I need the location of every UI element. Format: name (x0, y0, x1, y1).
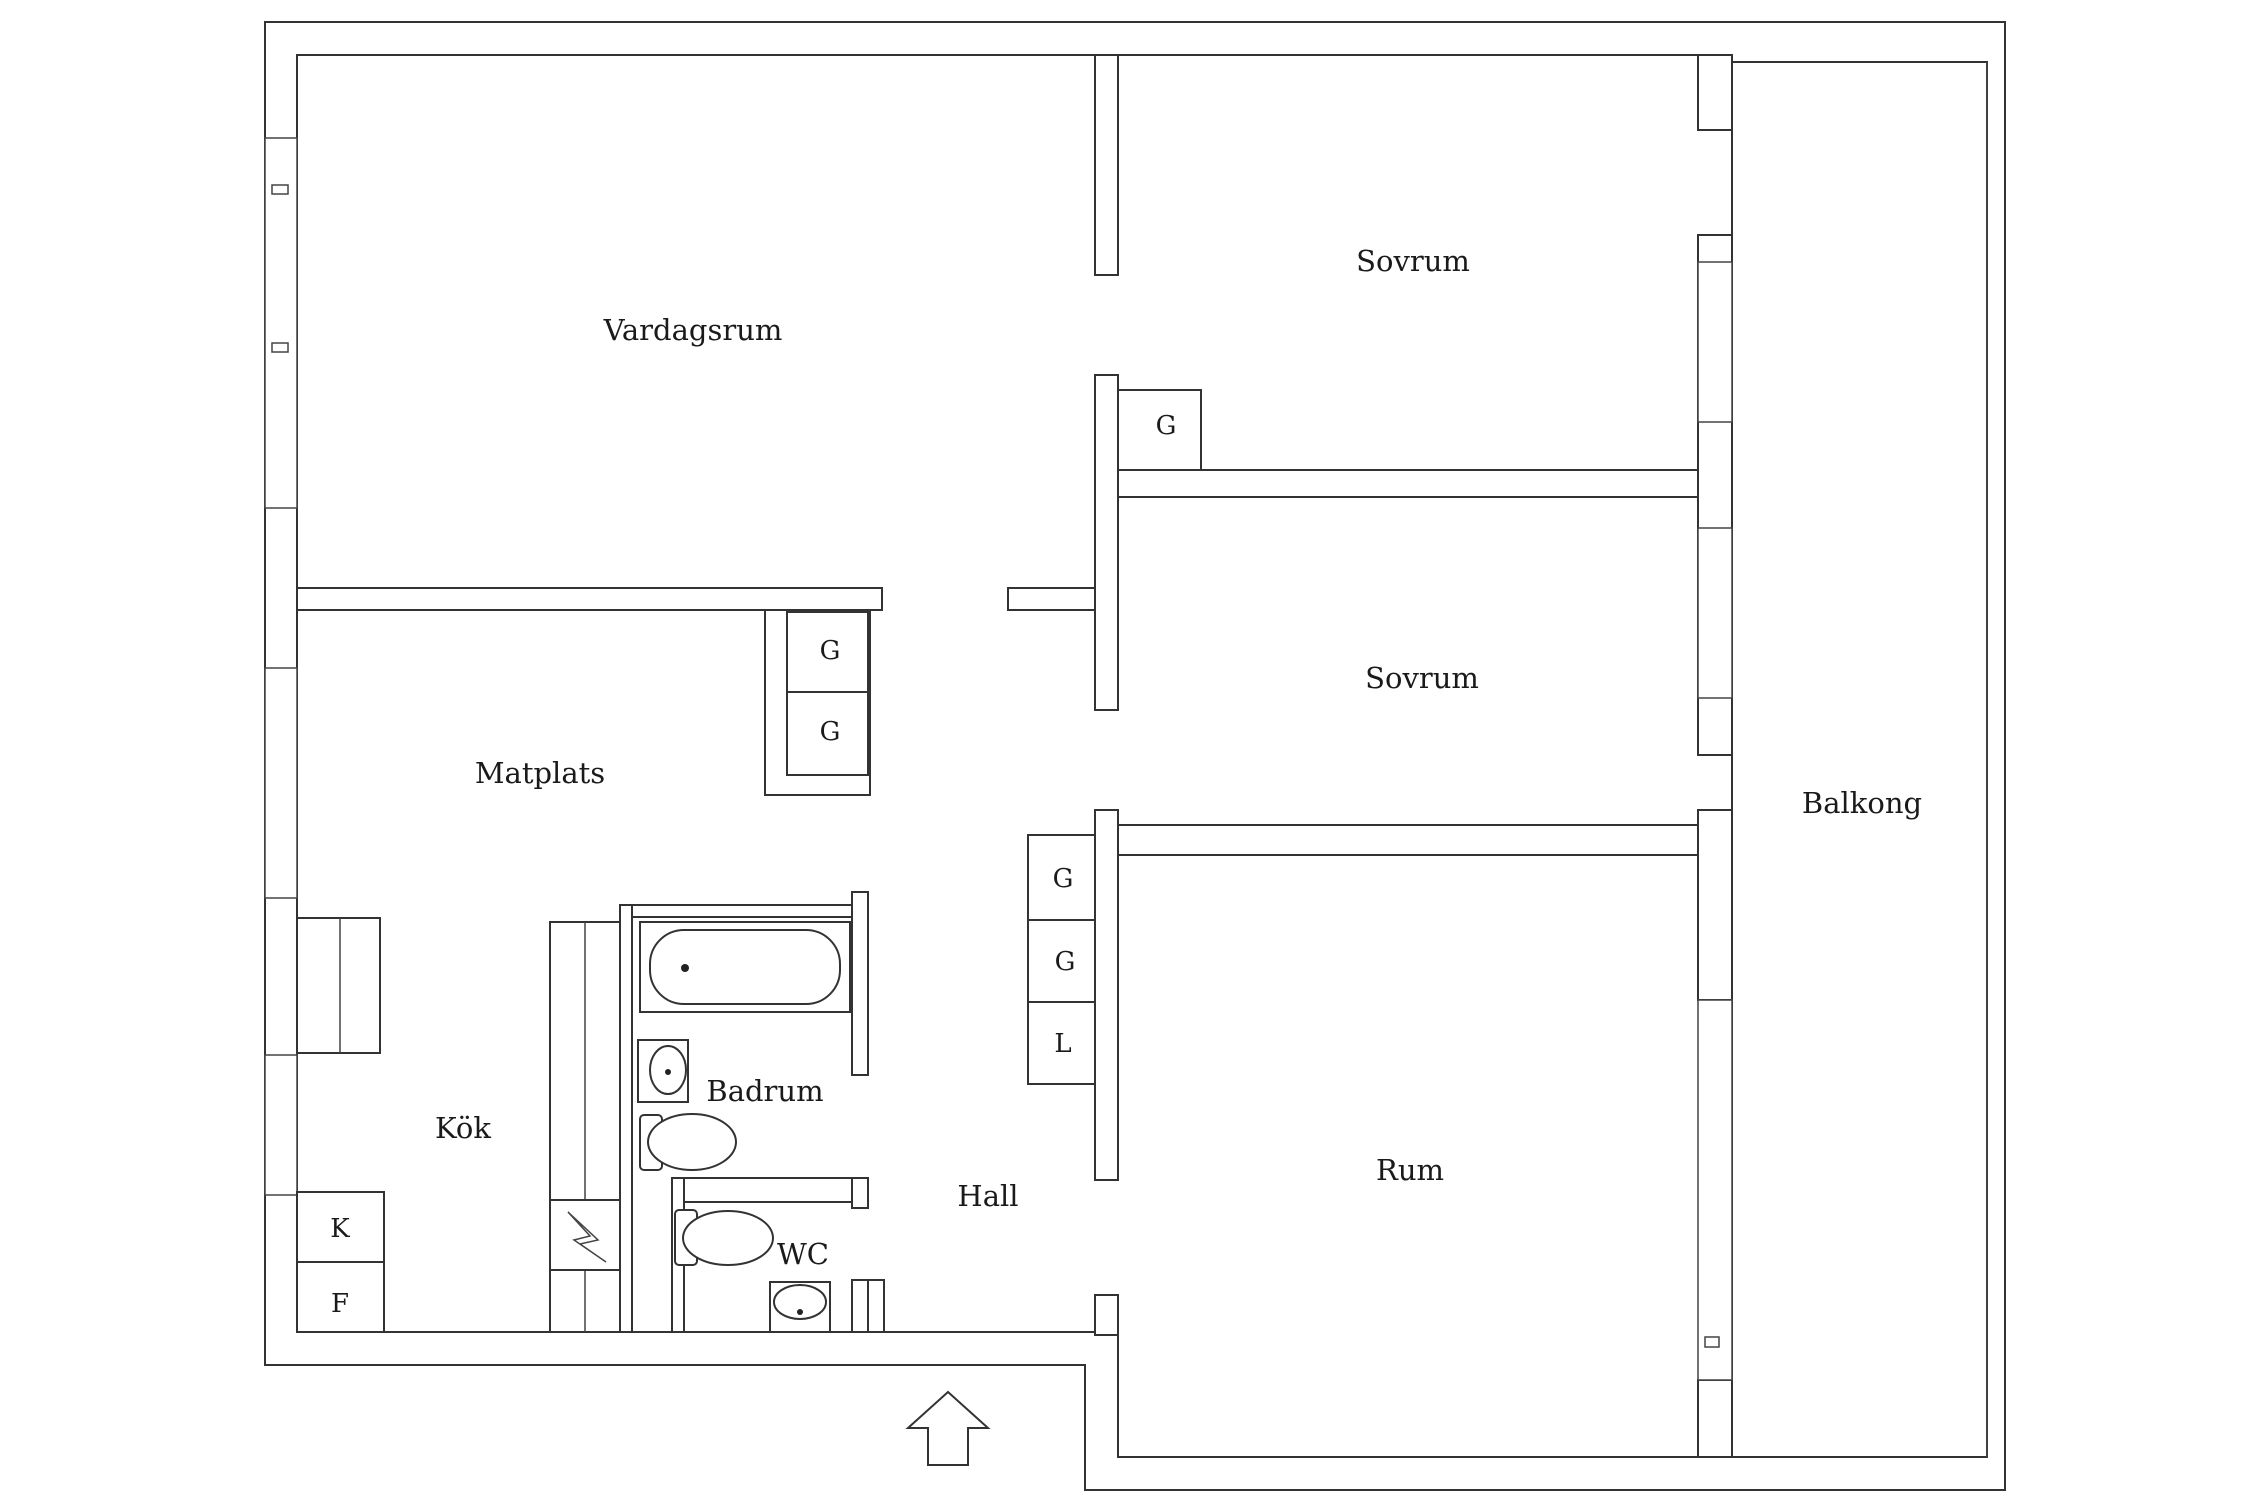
window-latch (271, 184, 289, 195)
bathtub-basin (649, 929, 841, 1005)
label-closet-bedroom: G (1156, 411, 1177, 441)
toilet-icon (647, 1113, 737, 1171)
window (1697, 527, 1733, 699)
label-badrum: Badrum (706, 1074, 823, 1108)
label-vardagsrum: Vardagsrum (603, 313, 783, 347)
wall-segment (1094, 809, 1119, 1181)
wc-wall (671, 1177, 869, 1203)
closet-entry-g1 (1027, 834, 1096, 921)
bath-wall (851, 891, 869, 1076)
label-closet-entry-g2: G (1055, 947, 1076, 977)
wc-wall (851, 1177, 869, 1209)
balcony-outline (1731, 61, 1988, 1458)
window (264, 1054, 298, 1196)
label-closet-g1: G (820, 636, 841, 666)
wc-sink-basin (773, 1284, 827, 1320)
wall-segment (296, 587, 883, 611)
window-latch (271, 342, 289, 353)
closet-entry-l (1027, 1001, 1096, 1085)
label-sovrum-mid: Sovrum (1365, 661, 1479, 695)
wall-segment (1697, 1379, 1733, 1458)
window-counter (296, 917, 381, 1054)
wall-segment (1697, 809, 1733, 1001)
closet-g1 (786, 611, 869, 693)
label-matplats: Matplats (475, 756, 605, 790)
window (264, 137, 298, 509)
label-sovrum-top: Sovrum (1356, 244, 1470, 278)
label-hall: Hall (957, 1179, 1018, 1213)
wall-segment (1007, 587, 1096, 611)
window-latch (1704, 1336, 1720, 1348)
electric-symbol-icon (567, 1211, 607, 1263)
wall-segment (1094, 374, 1119, 711)
window (1697, 261, 1733, 423)
window (1697, 999, 1733, 1381)
window (264, 667, 298, 899)
label-closet-entry-l: L (1054, 1029, 1071, 1059)
wc-sink-drain (797, 1309, 803, 1315)
label-appliance-k: K (330, 1214, 350, 1244)
wc-wall (851, 1279, 869, 1333)
label-appliance-f: F (331, 1289, 349, 1319)
label-closet-entry-g1: G (1053, 864, 1074, 894)
label-closet-g2: G (820, 717, 841, 747)
wall-segment (1697, 54, 1733, 131)
bathtub-drain (681, 964, 689, 972)
wc-toilet-icon (682, 1210, 774, 1266)
bath-wall (619, 904, 633, 1333)
appliance-f (296, 1261, 385, 1333)
closet-bedroom (1117, 389, 1202, 471)
wc-wall (867, 1279, 885, 1333)
wall-segment (1117, 469, 1699, 498)
wall-segment (1094, 1294, 1119, 1336)
closet-g2 (786, 691, 869, 776)
label-wc: WC (777, 1237, 829, 1271)
stove-icon (549, 1199, 621, 1271)
closet-entry-g2 (1027, 919, 1096, 1003)
wall-segment (1094, 54, 1119, 276)
label-kok: Kök (435, 1111, 491, 1145)
label-balkong: Balkong (1802, 786, 1922, 820)
label-rum: Rum (1376, 1153, 1444, 1187)
bath-wall (619, 904, 869, 918)
wall-segment (1117, 824, 1699, 856)
entrance-arrow-icon (905, 1390, 991, 1466)
appliance-k (296, 1191, 385, 1263)
sink-drain (665, 1069, 671, 1075)
